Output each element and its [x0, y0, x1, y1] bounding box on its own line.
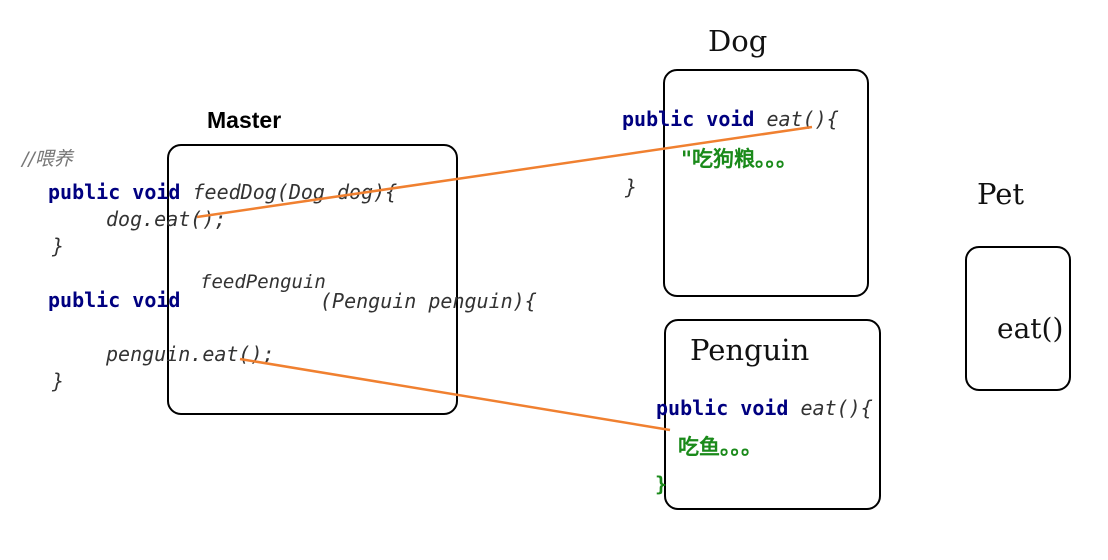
master-comment: //喂养: [22, 148, 73, 170]
feeddog-signature-line: public void feedDog(Dog dog){: [48, 182, 397, 202]
penguin-eat-close: }: [655, 472, 668, 496]
feedpenguin-modifiers: public void: [48, 288, 181, 312]
master-title: Master: [207, 107, 282, 133]
feeddog-close: }: [52, 234, 65, 258]
dog-eat-modifiers: public void: [622, 107, 755, 131]
feeddog-signature: feedDog(Dog dog){: [192, 180, 398, 204]
penguin-eat-modifiers: public void: [656, 396, 789, 420]
master-box: [167, 144, 458, 415]
feedpenguin-body: penguin.eat();: [106, 342, 275, 366]
pet-title: Pet: [977, 177, 1025, 211]
penguin-eat-output: 吃鱼。。。: [678, 435, 762, 459]
dog-eat-signature-line: public void eat(){: [622, 109, 839, 129]
dog-title: Dog: [708, 24, 768, 58]
dog-eat-connector: [196, 125, 813, 219]
feedpenguin-params: (Penguin penguin){: [320, 289, 537, 313]
feeddog-modifiers: public void: [48, 180, 181, 204]
penguin-eat-signature-line: public void eat(){: [656, 398, 873, 418]
feedpenguin-name: feedPenguin: [200, 271, 326, 293]
feeddog-body: dog.eat();: [106, 207, 227, 231]
penguin-eat-connector: [239, 357, 671, 432]
dog-eat-close: }: [625, 175, 638, 199]
dog-eat-method: eat(){: [766, 107, 839, 131]
dog-eat-output: "吃狗粮。。。: [681, 147, 797, 171]
feedpenguin-close: }: [52, 369, 65, 393]
penguin-eat-method: eat(){: [800, 396, 873, 420]
pet-eat-method: eat(): [997, 312, 1064, 345]
penguin-title: Penguin: [690, 333, 810, 367]
pet-box: [965, 246, 1071, 391]
dog-box: [663, 69, 869, 297]
penguin-box: [664, 319, 881, 510]
